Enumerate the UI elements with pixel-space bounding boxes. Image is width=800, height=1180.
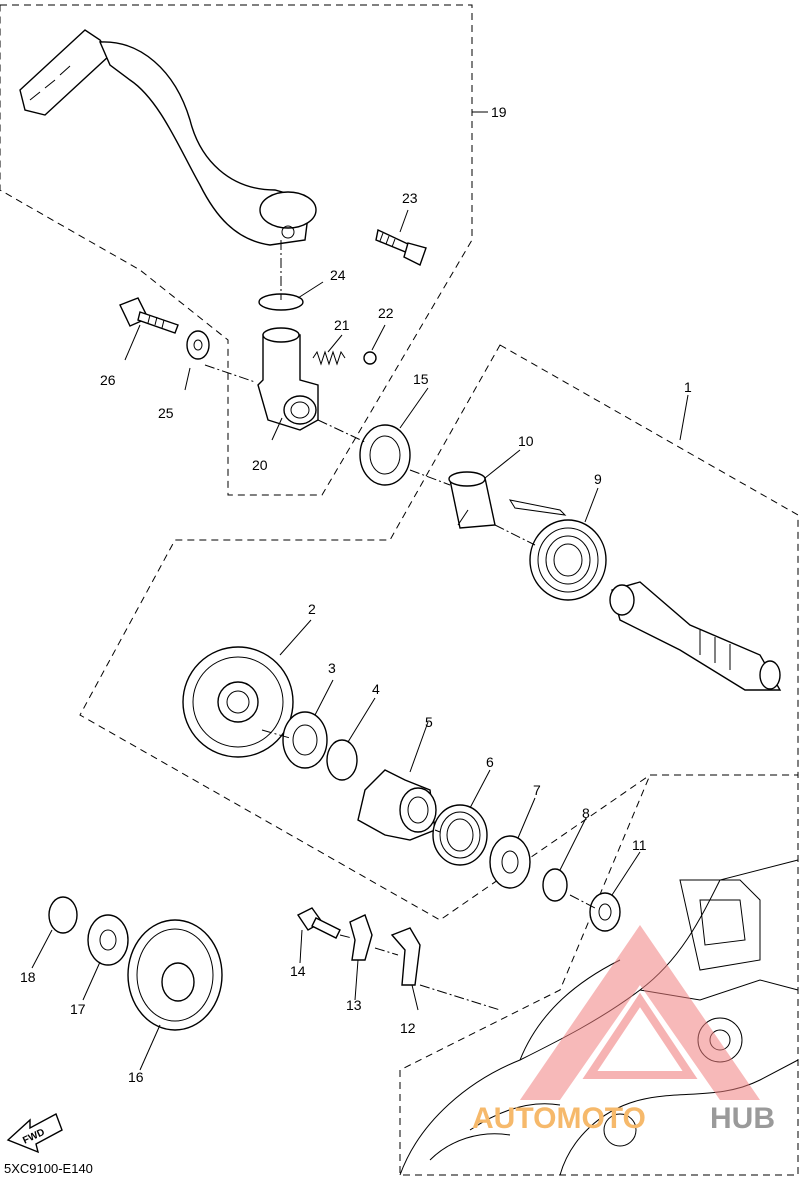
callout-3: 3: [328, 660, 336, 676]
callout-8: 8: [582, 805, 590, 821]
washer-25: [186, 330, 210, 360]
idler-gear-16: [127, 919, 223, 1031]
callout-6: 6: [486, 754, 494, 770]
callout-15: 15: [413, 371, 429, 387]
callout-21: 21: [334, 317, 350, 333]
callout-7: 7: [533, 782, 541, 798]
callout-9: 9: [594, 471, 602, 487]
callout-1: 1: [684, 379, 692, 395]
kick-lever: [19, 29, 317, 246]
watermark-logo: AUTOMOTO HUB: [472, 925, 775, 1135]
kick-gear-2: [182, 646, 294, 758]
watermark-text-automoto: AUTOMOTO: [472, 1102, 646, 1135]
callout-26: 26: [100, 372, 116, 388]
watermark-triangle-icon: [520, 925, 760, 1100]
washer-3: [282, 711, 328, 769]
kick-axle-1: [609, 581, 782, 691]
watermark-text-hub: HUB: [710, 1102, 775, 1135]
callout-23: 23: [402, 190, 418, 206]
callout-5: 5: [425, 714, 433, 730]
ball-22: [363, 351, 377, 365]
torsion-spring-9: [508, 499, 607, 601]
callout-19: 19: [491, 104, 507, 120]
plate-12: [390, 927, 421, 986]
callout-18: 18: [20, 969, 36, 985]
bolt-23: [375, 228, 427, 266]
bolt-14: [296, 907, 341, 939]
callout-leaders: [31, 111, 689, 1071]
ratchet-wheel-5: [357, 769, 437, 841]
callout-12: 12: [400, 1020, 416, 1036]
collar-10: [448, 471, 496, 529]
callout-22: 22: [378, 305, 394, 321]
spring-6: [432, 804, 488, 866]
callout-13: 13: [346, 997, 362, 1013]
circlip-18: [48, 896, 78, 934]
washer-11: [589, 892, 621, 932]
fwd-arrow-icon: FWD: [6, 1113, 63, 1154]
guide-13: [349, 914, 373, 961]
spring-21: [312, 350, 346, 366]
lower-assembly-boundary: [399, 774, 799, 1176]
bolt-26: [119, 297, 179, 334]
oil-seal-15: [359, 424, 411, 486]
washer-17: [87, 914, 129, 966]
callout-11: 11: [632, 837, 647, 853]
callout-25: 25: [158, 405, 174, 421]
callout-24: 24: [330, 267, 346, 283]
group-19-boundary: [0, 4, 473, 496]
circlip-8: [542, 868, 568, 902]
kick-boss-20: [257, 327, 319, 431]
callout-20: 20: [252, 457, 268, 473]
assembly-center-lines: [204, 240, 596, 1011]
diagram-code: 5XC9100-E140: [4, 1161, 93, 1176]
circlip-4: [326, 739, 358, 781]
callout-16: 16: [128, 1069, 144, 1085]
callout-4: 4: [372, 681, 380, 697]
washer-7: [489, 835, 531, 889]
callout-14: 14: [290, 963, 306, 979]
callout-17: 17: [70, 1001, 86, 1017]
callout-2: 2: [308, 601, 316, 617]
callout-labels: 19 23 24 21 22 26 25 20 15 1 10 9 2 3 4 …: [20, 104, 692, 1085]
callout-10: 10: [518, 433, 534, 449]
